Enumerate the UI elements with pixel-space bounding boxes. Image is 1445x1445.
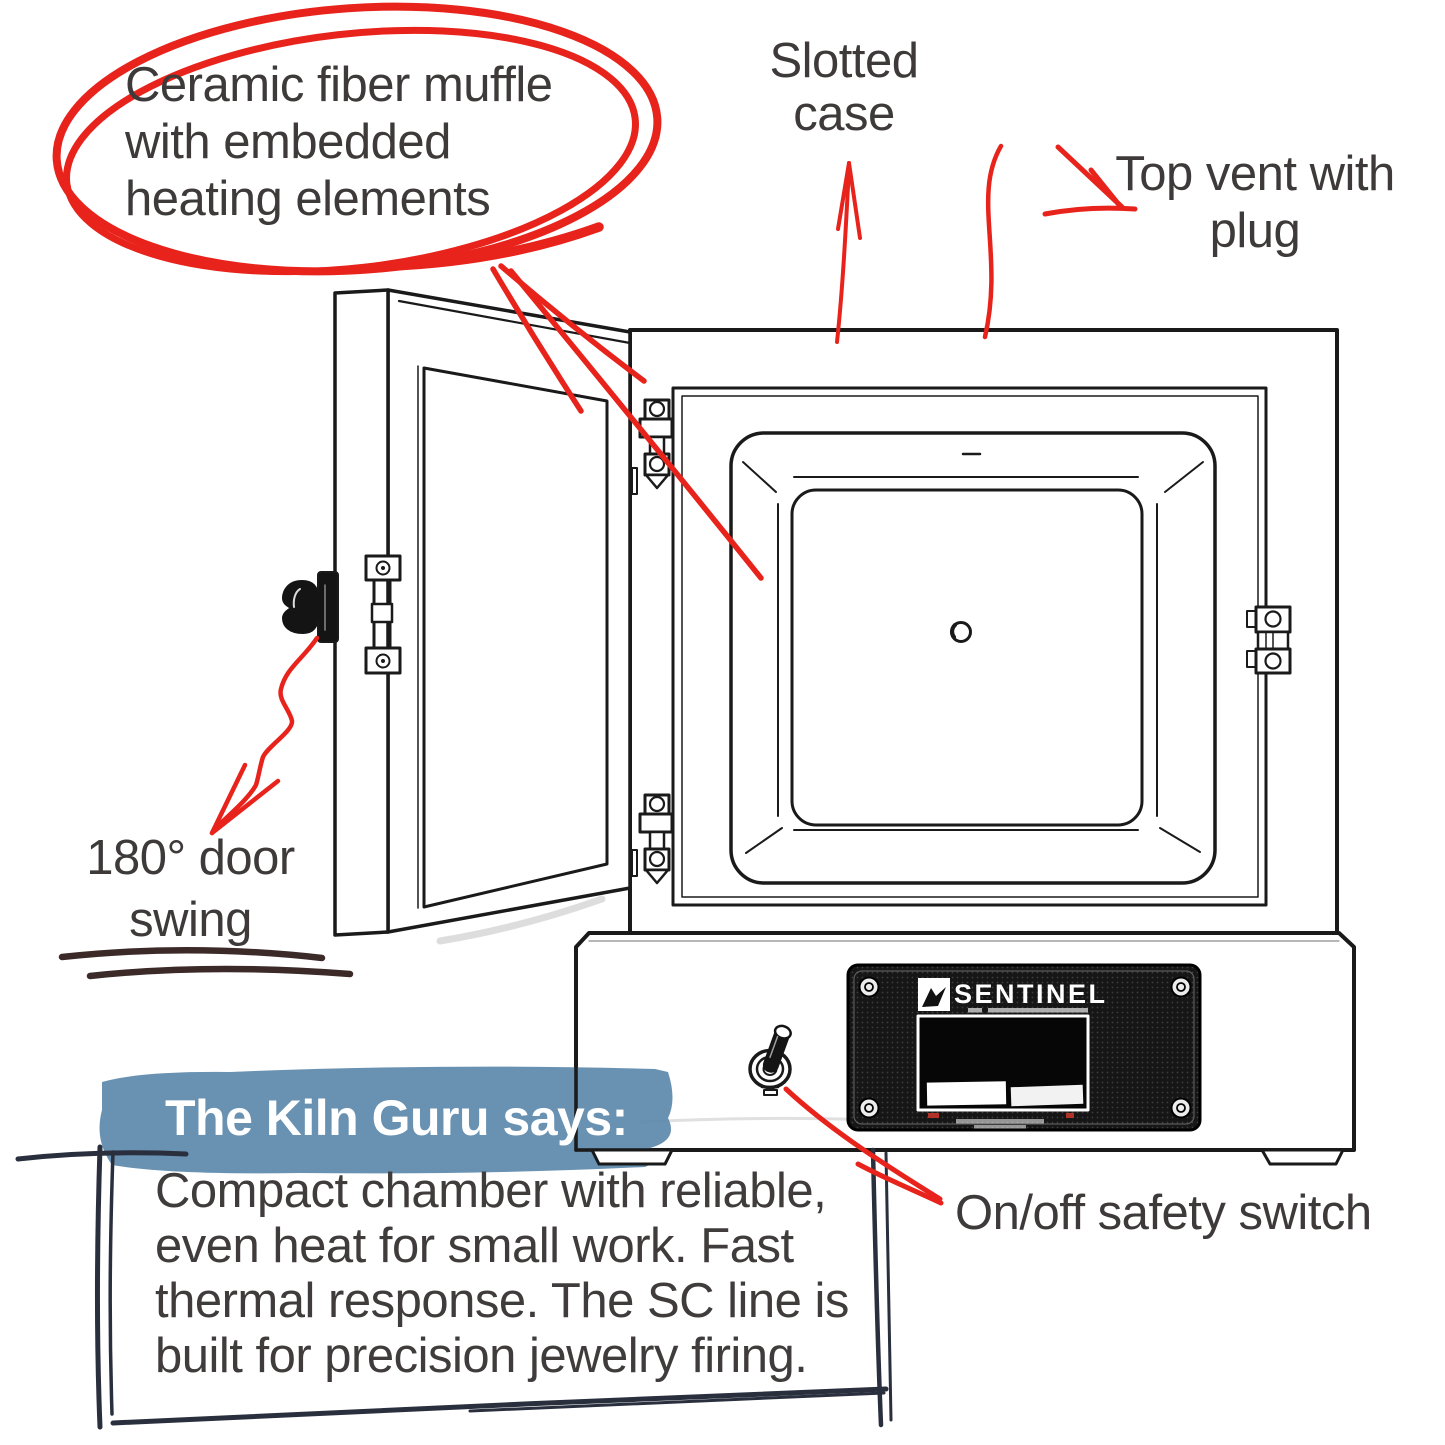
display-screen xyxy=(916,1014,1090,1112)
thermocouple-port xyxy=(950,621,972,643)
muffle-pointer-lines xyxy=(490,263,764,581)
overdrawn-base-lines xyxy=(574,1066,682,1166)
hinge-bottom xyxy=(638,793,674,885)
safety-switch-arrow xyxy=(783,1086,944,1206)
power-toggle-switch xyxy=(748,1024,792,1096)
slotted-case-annotation: Slotted case xyxy=(769,34,919,141)
slotted-case-arrow xyxy=(835,161,862,344)
top-vent-arrow xyxy=(982,143,1138,340)
door-swing-arrow xyxy=(209,635,320,836)
door-shadow xyxy=(436,895,606,945)
panel-caption-dashes xyxy=(956,1119,1044,1129)
right-foot xyxy=(1260,1148,1345,1166)
safety-switch-annotation: On/off safety switch xyxy=(955,1186,1372,1240)
sentinel-bird-icon xyxy=(922,987,946,1007)
door-latch-keeper xyxy=(1246,605,1292,675)
guru-body: Compact chamber with reliable, even heat… xyxy=(155,1164,849,1383)
guru-title: The Kiln Guru says: xyxy=(165,1090,628,1146)
door-insulation-panel xyxy=(422,366,609,909)
panel-indicator-marks xyxy=(928,1113,1074,1118)
blue-brush-highlight xyxy=(99,1066,673,1174)
switch-lever xyxy=(762,1024,792,1073)
control-panel: SENTINEL xyxy=(846,963,1202,1132)
sketch-frame xyxy=(15,1144,893,1430)
top-vent-annotation: Top vent with plug xyxy=(1115,147,1395,258)
chamber-opening xyxy=(729,431,1217,885)
panel-screws xyxy=(858,976,1192,1119)
panel-fine-print xyxy=(968,1008,1088,1013)
door-knob xyxy=(282,571,339,643)
muffle-annotation: Ceramic fiber muffle with embedded heati… xyxy=(125,58,553,226)
door-latch-bolt xyxy=(364,554,402,675)
kiln-door xyxy=(282,288,632,937)
sentinel-logo xyxy=(918,978,950,1011)
door-swing-annotation: 180° door swing xyxy=(86,831,295,947)
red-ellipse-highlight xyxy=(52,2,662,276)
door-swing-underline xyxy=(58,946,354,980)
brand-text: SENTINEL xyxy=(954,979,1108,1009)
